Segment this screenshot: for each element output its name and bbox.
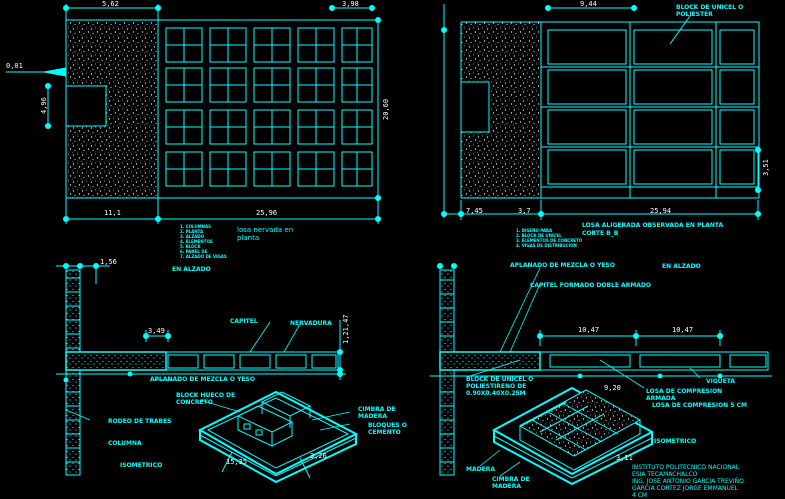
label-bl-isometrico: ISOMETRICO <box>120 462 163 469</box>
dim-tl-top-a: 5,62 <box>102 0 119 8</box>
dim-tr-top: 9,44 <box>580 0 597 8</box>
elevation-left <box>56 265 359 484</box>
dim-tr-right: 3,51 <box>762 159 770 176</box>
label-br-block: BLOCK DE UNICEL O POLIESTIRENO DE 0.90X0… <box>466 376 534 397</box>
label-br-losa: LOSA DE COMPRESION ARMADA <box>646 388 723 402</box>
label-bl-rodeo: RODEO DE TRABES <box>108 418 172 425</box>
dim-bl-iso-a: 15,35 <box>226 458 248 466</box>
label-br-madera: MADERA <box>466 466 495 473</box>
label-br-cimbra: CIMBRA DE MADERA <box>492 476 530 490</box>
label-bl-columna: COLUMNA <box>108 440 142 447</box>
label-tr-legend: 1. DISEÑO PARA 2. BLOCK DE UNICEL 3. ELE… <box>516 228 583 248</box>
plan-view-right <box>443 4 760 220</box>
label-br-losa2: LOSA DE COMPRESION 5 CM <box>652 402 747 409</box>
dim-bl-a: 3,49 <box>148 327 165 335</box>
label-bl-aplanado: APLANADO DE MEZCLA O YESO <box>150 376 255 383</box>
label-bl-alzado: EN ALZADO <box>172 266 211 273</box>
label-tr-block: BLOCK DE UNICEL O POLIESTER <box>676 4 744 18</box>
label-br-isometrico: ISOMETRICO <box>654 438 697 445</box>
dim-tr-bottom-a: 7,45 <box>466 207 483 215</box>
block-cells <box>541 22 759 198</box>
label-bl-bloques: BLOQUES O CEMENTO <box>368 422 407 436</box>
label-bl-block: BLOCK HUECO DE CONCRETO <box>176 392 236 406</box>
dim-tl-bottom-b: 25,96 <box>256 209 278 217</box>
label-br-aplanado: APLANADO DE MEZCLA O YESO <box>510 262 615 269</box>
label-tl-legend: 1. COLUMNAS 2. PLANTA 3. ALZADO 4. ELEME… <box>180 224 227 259</box>
dim-br-c: 9,20 <box>604 384 621 392</box>
label-tr-caption: LOSA ALIGERADA OBSERVADA EN PLANTA <box>582 222 724 229</box>
label-tl-note: losa nervada en planta <box>237 226 294 242</box>
leader-lines <box>65 267 701 477</box>
title-block: INSTITUTO POLITECNICO NACIONAL ESIA TECA… <box>632 464 744 499</box>
dim-tl-left-a: 0,01 <box>6 62 23 70</box>
dim-br-d: 3,11 <box>616 454 633 462</box>
coffer-grid <box>165 27 373 187</box>
dim-tl-left-b: 4,96 <box>40 97 48 114</box>
dim-tl-top-b: 3,98 <box>342 0 359 8</box>
dim-tl-right: 20,60 <box>382 98 390 120</box>
dim-bl-right: 1,21,47 <box>342 314 350 344</box>
label-bl-capitel: CAPITEL <box>230 318 258 325</box>
dim-tl-bottom-a: 11,1 <box>104 209 121 217</box>
dim-tr-bottom-c: 25,94 <box>650 207 672 215</box>
dimension-nodes-tr <box>441 5 761 217</box>
dimension-nodes-br <box>437 263 723 379</box>
dimension-nodes-tl <box>45 5 381 222</box>
label-br-alzado: EN ALZADO <box>662 263 701 270</box>
dim-bl-iso-b: 3,26 <box>310 452 327 460</box>
column-notch <box>65 85 107 127</box>
label-bl-nervadura: NERVADURA <box>290 320 332 327</box>
elevation-right <box>430 269 772 486</box>
label-br-vigueta: VIGUETA <box>706 378 736 385</box>
dimension-nodes-bl <box>63 263 343 383</box>
dim-br-a: 10,47 <box>578 326 600 334</box>
label-br-capitel: CAPITEL FORMADO DOBLE ARMADO <box>530 282 652 289</box>
plan-view-left <box>6 4 379 224</box>
label-tr-caption2: CORTE B_B <box>582 230 619 237</box>
dim-br-b: 10,47 <box>672 326 694 334</box>
dim-bl-top: 1,56 <box>100 258 117 266</box>
dim-tr-bottom-b: 3,7 <box>518 207 531 215</box>
label-bl-cimbra: CIMBRA DE MADERA <box>358 406 396 420</box>
